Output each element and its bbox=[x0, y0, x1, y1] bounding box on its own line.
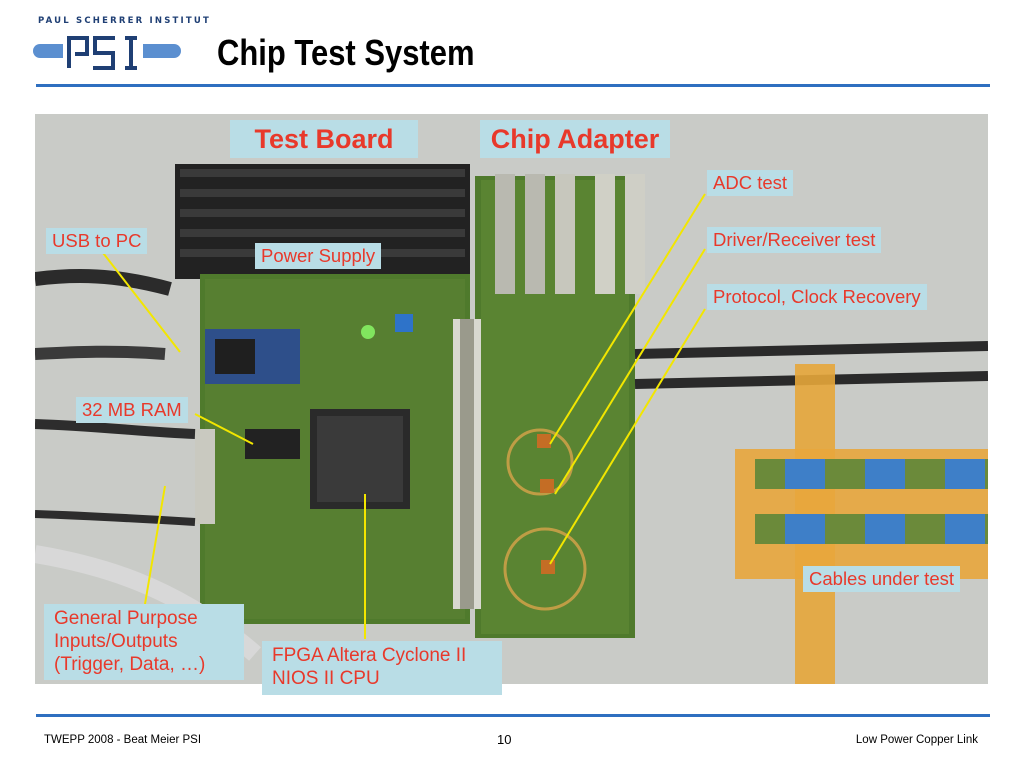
footer-rule bbox=[36, 714, 990, 717]
psi-logo bbox=[33, 33, 181, 71]
label-gpio-line-3: (Trigger, Data, …) bbox=[54, 653, 206, 675]
label-usb-to-pc: USB to PC bbox=[46, 228, 148, 255]
label-test-board: Test Board bbox=[230, 120, 418, 158]
organization-name: PAUL SCHERRER INSTITUT bbox=[38, 16, 211, 26]
label-gpio-line-1: General Purpose bbox=[54, 608, 198, 629]
label-adc-test: ADC test bbox=[707, 170, 794, 197]
label-gpio: General Purpose Inputs/Outputs (Trigger,… bbox=[44, 604, 244, 681]
label-32mb-ram: 32 MB RAM bbox=[76, 397, 188, 424]
footer-left: TWEPP 2008 - Beat Meier PSI bbox=[44, 734, 202, 746]
label-fpga-line-2: NIOS II CPU bbox=[272, 667, 380, 689]
label-gpio-line-2: Inputs/Outputs bbox=[54, 630, 178, 652]
label-driver-receiver-test: Driver/Receiver test bbox=[707, 227, 882, 254]
label-power-supply: Power Supply bbox=[255, 243, 382, 270]
label-protocol-clock-recovery: Protocol, Clock Recovery bbox=[707, 284, 927, 311]
label-chip-adapter: Chip Adapter bbox=[480, 120, 670, 158]
page-number: 10 bbox=[497, 732, 512, 747]
header-rule bbox=[36, 84, 990, 87]
label-fpga: FPGA Altera Cyclone II NIOS II CPU bbox=[262, 641, 502, 695]
label-cables-under-test: Cables under test bbox=[803, 566, 961, 593]
slide-title: Chip Test System bbox=[217, 32, 475, 73]
label-fpga-line-1: FPGA Altera Cyclone II bbox=[272, 645, 467, 666]
footer-right: Low Power Copper Link bbox=[855, 734, 978, 746]
